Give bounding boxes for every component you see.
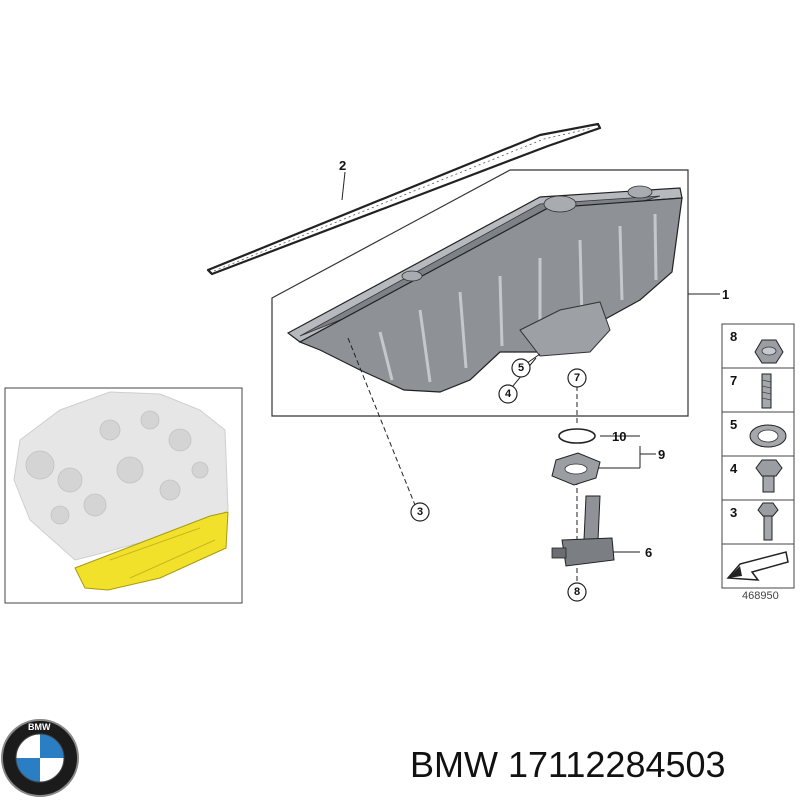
legend-number-8: 8 <box>730 329 737 344</box>
callout-7: 7 <box>574 372 580 384</box>
callout-circle-4: 4 <box>498 384 518 404</box>
legend-number-7: 7 <box>730 373 737 388</box>
callout-circle-3: 3 <box>410 502 430 522</box>
callout-2: 2 <box>339 158 346 173</box>
hardware-legend: 8 7 5 4 3 <box>721 323 795 589</box>
arrow-icon <box>726 551 789 581</box>
callout-circle-5: 5 <box>511 358 531 378</box>
legend-number-4: 4 <box>730 461 738 476</box>
sensor-flange <box>551 452 601 486</box>
callout-6: 6 <box>645 545 652 560</box>
callout-3: 3 <box>417 506 423 518</box>
sealing-washer-icon <box>749 424 787 448</box>
oil-pan-frame <box>271 169 689 417</box>
hex-nut-icon <box>754 339 784 364</box>
callout-4: 4 <box>505 388 512 400</box>
engine-inset <box>4 387 243 604</box>
oil-level-sensor <box>551 495 615 567</box>
stud-bolt-icon <box>761 373 772 409</box>
gasket <box>206 122 602 276</box>
callout-5: 5 <box>518 362 524 374</box>
bmw-logo: BMW <box>1 719 79 797</box>
part-number-title: BMW 17112284503 <box>410 744 726 785</box>
legend-number-5: 5 <box>730 417 737 432</box>
hex-bolt-icon <box>757 502 779 541</box>
callout-8: 8 <box>574 586 580 598</box>
reference-number: 468950 <box>742 590 779 602</box>
callout-circle-8: 8 <box>567 582 587 602</box>
logo-text: BMW <box>28 722 51 732</box>
legend-number-3: 3 <box>730 505 737 520</box>
callout-1: 1 <box>722 287 729 302</box>
callout-9: 9 <box>658 447 665 462</box>
callout-circle-7: 7 <box>567 368 587 388</box>
callout-10: 10 <box>612 429 626 444</box>
o-ring <box>558 428 596 444</box>
oil-pan <box>286 185 683 393</box>
drain-plug-icon <box>755 459 783 493</box>
